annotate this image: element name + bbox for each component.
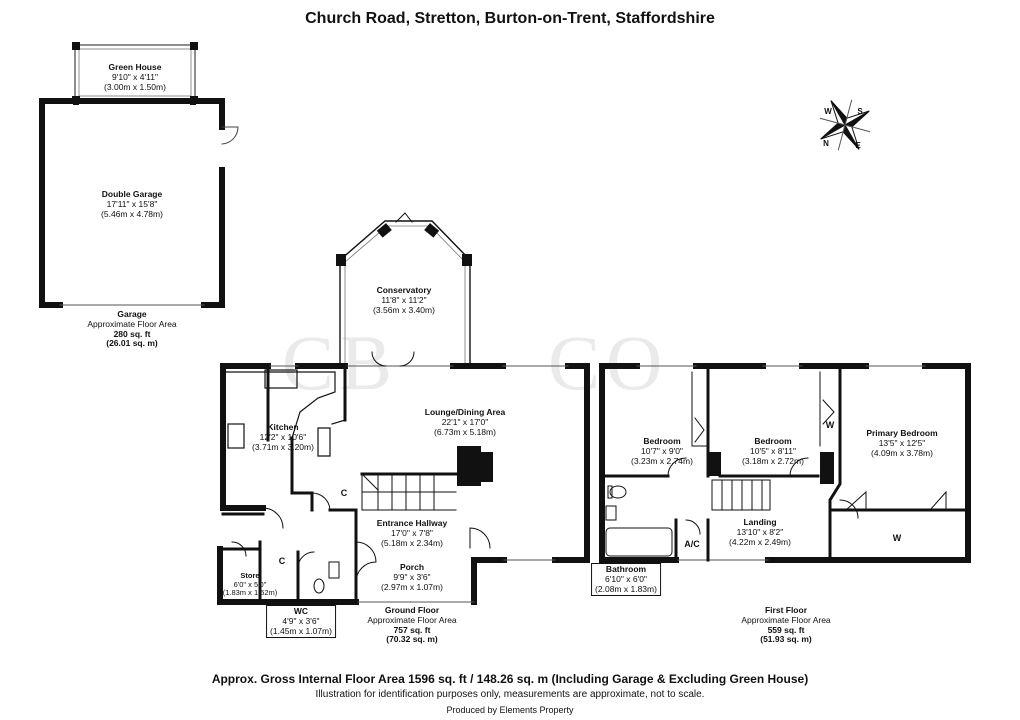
room-bathroom: Bathroom 6'10" x 6'0" (2.08m x 1.83m)	[591, 563, 661, 597]
room-double-garage: Double Garage 17'11" x 15'8" (5.46m x 4.…	[101, 189, 163, 219]
room-conservatory: Conservatory 11'8" x 11'2" (3.56m x 3.40…	[373, 285, 435, 315]
room-metric: (4.22m x 2.49m)	[729, 536, 791, 547]
room-name: Entrance Hallway	[376, 518, 448, 528]
room-green-house: Green House 9'10" x 4'11" (3.00m x 1.50m…	[104, 62, 166, 92]
area-heading: Ground Floor	[384, 605, 440, 615]
room-metric: (6.73m x 5.18m)	[434, 426, 496, 437]
compass-rose	[819, 99, 871, 151]
room-metric: (3.18m x 2.72m)	[742, 455, 804, 466]
credit: Produced by Elements Property	[446, 705, 574, 715]
room-metric: (5.18m x 2.34m)	[381, 537, 443, 548]
watermark-left: CB	[282, 319, 399, 406]
room-imperial: 17'11" x 15'8"	[106, 198, 158, 209]
area-sqft: 280 sq. ft	[113, 328, 151, 339]
room-metric: (3.71m x 3.20m)	[252, 441, 314, 452]
airing-cupboard-label: A/C	[684, 539, 700, 549]
room-primary-bedroom: Primary Bedroom 13'5" x 12'5" (4.09m x 3…	[866, 428, 938, 458]
room-name: Primary Bedroom	[866, 428, 938, 438]
room-landing: Landing 13'10" x 8'2" (4.22m x 2.49m)	[729, 517, 791, 547]
room-imperial: 13'5" x 12'5"	[878, 437, 926, 448]
room-bedroom-1: Bedroom 10'7" x 9'0" (3.23m x 2.74m)	[631, 436, 693, 466]
room-name: Bedroom	[754, 436, 792, 446]
room-wc: WC 4'9" x 3'6" (1.45m x 1.07m)	[266, 605, 336, 639]
area-label: Approximate Floor Area	[741, 614, 831, 625]
room-imperial: 13'10" x 8'2"	[736, 526, 784, 537]
area-sqm: (26.01 sq. m)	[106, 338, 158, 349]
compass-s: S	[857, 107, 863, 116]
room-name: Green House	[108, 62, 162, 72]
room-metric: (3.00m x 1.50m)	[104, 81, 166, 92]
cupboard-label-2: C	[278, 556, 286, 566]
room-porch: Porch 9'9" x 3'6" (2.97m x 1.07m)	[381, 562, 443, 592]
room-imperial: 10'5" x 8'11"	[749, 445, 796, 456]
area-heading: Garage	[117, 309, 147, 319]
area-label: Approximate Floor Area	[87, 318, 177, 329]
room-store: Store 6'0" x 5'0" (1.83m x 1.52m)	[222, 571, 278, 598]
room-metric: (3.56m x 3.40m)	[373, 304, 435, 315]
room-name: Bathroom	[605, 564, 647, 574]
area-heading: First Floor	[764, 605, 808, 615]
room-imperial: 9'10" x 4'11"	[111, 71, 158, 82]
room-imperial: 9'9" x 3'6"	[393, 571, 431, 582]
conservatory-outline	[336, 212, 472, 367]
first-floor-area: First Floor Approximate Floor Area 559 s…	[741, 605, 831, 645]
room-metric: (4.09m x 3.78m)	[871, 447, 933, 458]
room-imperial: 6'10" x 6'0"	[605, 573, 647, 584]
room-name: Landing	[743, 517, 777, 527]
room-bedroom-2: Bedroom 10'5" x 8'11" (3.18m x 2.72m)	[742, 436, 804, 466]
ground-floor-area: Ground Floor Approximate Floor Area 757 …	[367, 605, 457, 645]
room-imperial: 6'0" x 5'0"	[233, 579, 267, 589]
room-metric: (3.23m x 2.74m)	[631, 455, 693, 466]
room-lounge: Lounge/Dining Area 22'1" x 17'0" (6.73m …	[424, 407, 506, 437]
wardrobe-label-2: W	[892, 533, 902, 543]
area-sqm: (51.93 sq. m)	[760, 634, 812, 645]
watermark-right: CO	[548, 319, 669, 406]
room-name: Kitchen	[267, 422, 299, 432]
gross-floor-area: Approx. Gross Internal Floor Area 1596 s…	[211, 672, 809, 686]
disclaimer: Illustration for identification purposes…	[315, 689, 705, 700]
room-name: Store	[240, 571, 260, 580]
room-imperial: 12'2" x 10'6"	[259, 431, 307, 442]
room-imperial: 11'8" x 11'2"	[381, 294, 427, 305]
room-metric: (5.46m x 4.78m)	[101, 208, 163, 219]
room-hallway: Entrance Hallway 17'0" x 7'8" (5.18m x 2…	[376, 518, 448, 548]
room-imperial: 4'9" x 3'6"	[282, 615, 320, 626]
ground-floor-walls	[217, 363, 590, 605]
room-imperial: 22'1" x 17'0"	[441, 416, 489, 427]
area-sqft: 757 sq. ft	[393, 624, 431, 635]
room-imperial: 10'7" x 9'0"	[641, 445, 683, 456]
area-sqm: (70.32 sq. m)	[386, 634, 438, 645]
room-metric: (2.97m x 1.07m)	[381, 581, 443, 592]
garage-area: Garage Approximate Floor Area 280 sq. ft…	[87, 309, 177, 349]
room-name: Conservatory	[376, 285, 432, 295]
room-metric: (1.45m x 1.07m)	[270, 625, 332, 636]
compass-w: W	[824, 107, 832, 116]
room-name: Lounge/Dining Area	[424, 407, 506, 417]
area-label: Approximate Floor Area	[367, 614, 457, 625]
page-title: Church Road, Stretton, Burton-on-Trent, …	[305, 10, 715, 27]
compass-e: E	[855, 141, 861, 150]
room-metric: (2.08m x 1.83m)	[595, 583, 657, 594]
area-sqft: 559 sq. ft	[767, 624, 805, 635]
compass-n: N	[823, 139, 829, 148]
garage-outline	[39, 98, 225, 308]
wardrobe-label-1: W	[825, 420, 835, 430]
room-name: WC	[293, 606, 309, 616]
room-imperial: 17'0" x 7'8"	[391, 527, 433, 538]
cupboard-label-1: C	[340, 488, 348, 498]
room-kitchen: Kitchen 12'2" x 10'6" (3.71m x 3.20m)	[252, 422, 314, 452]
room-name: Double Garage	[101, 189, 163, 199]
room-metric: (1.83m x 1.52m)	[222, 588, 278, 598]
room-name: Porch	[399, 562, 425, 572]
room-name: Bedroom	[643, 436, 681, 446]
